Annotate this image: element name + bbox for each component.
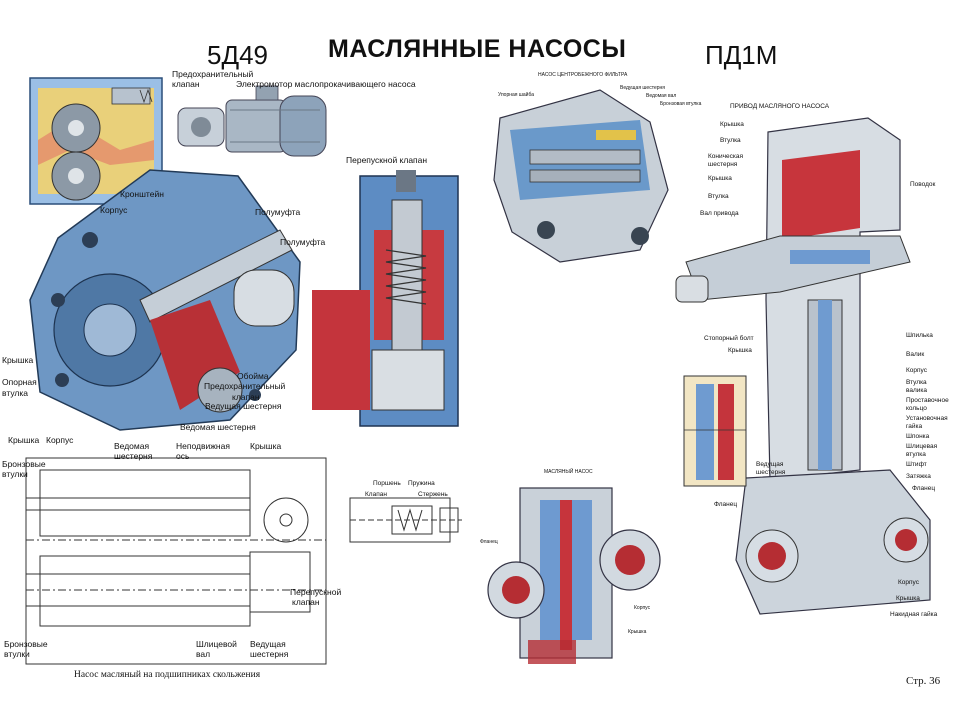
label-c-support-washer: Упорная шайба: [498, 92, 534, 98]
label-bl-bronze-1: Бронзовые: [2, 459, 46, 469]
electric-motor-drawing: [177, 85, 327, 157]
label-r-flange: Фланец: [714, 501, 738, 508]
label-bracket: Кронштейн: [120, 189, 164, 199]
label-bl-drive-gear: Ведущая: [250, 639, 286, 649]
label-r-dowel: Штифт: [906, 461, 927, 468]
label-bl-spring: Пружина: [408, 480, 435, 487]
label-safety-valve-b-2: клапан: [232, 392, 260, 402]
label-oil-pump-title: МАСЛЯНЫЙ НАСОС: [544, 469, 593, 475]
label-r-cover4: Крышка: [896, 595, 920, 602]
label-r-shaft-bushing: Втулка: [906, 379, 927, 386]
right-model-label: ПД1М: [705, 40, 778, 70]
label-r-spacer-ring: Проставочное: [906, 397, 949, 404]
label-r-cover: Крышка: [720, 121, 744, 128]
label-r-bevel-gear: Коническая: [708, 153, 743, 160]
label-r-bushing: Втулка: [720, 137, 741, 144]
label-filter-pump-title: НАСОС ЦЕНТРОБЕЖНОГО ФИЛЬТРА: [538, 72, 628, 78]
label-r-pin: Шпилька: [906, 332, 933, 339]
label-c-bronze-bushing: Бронзовая втулка: [660, 101, 702, 107]
oil-pump-drawing: [487, 487, 661, 664]
label-cover: Крышка: [2, 355, 34, 365]
label-bl-body: Корпус: [46, 435, 74, 445]
label-c-driven-gear: Ведомая вал: [646, 93, 677, 99]
gear-pump-schematic: [29, 77, 163, 205]
label-safety-valve-2: клапан: [172, 79, 200, 89]
label-c-drive-gear: Ведущая шестерня: [620, 85, 665, 91]
pd1m-drive-drawing: [675, 117, 931, 615]
label-r-spline-bushing-2: втулка: [906, 451, 926, 458]
label-bl-cover-2: Крышка: [250, 441, 282, 451]
line-drawing-valve: [349, 497, 462, 543]
label-bl-bypass-valve-2: клапан: [292, 597, 320, 607]
filter-pump-drawing: [493, 89, 669, 263]
left-model-label: 5Д49: [207, 40, 268, 70]
label-bl-splined-shaft-2: вал: [196, 649, 211, 659]
label-c-body: Корпус: [634, 605, 651, 611]
label-r-body2: Корпус: [898, 579, 919, 586]
label-r-adjust-nut: Установочная: [906, 415, 948, 422]
label-bypass-valve: Перепускной клапан: [346, 155, 428, 165]
label-drive-gear: Ведущая шестерня: [205, 401, 282, 411]
label-c-cover: Крышка: [628, 629, 647, 635]
label-r-drive-gear: Ведущая: [756, 461, 784, 468]
label-r-driver: Поводок: [910, 181, 936, 188]
label-bl-driven-gear: Ведомая: [114, 441, 150, 451]
label-r-drive-shaft: Вал привода: [700, 210, 739, 217]
label-bl-fixed-axis-2: ось: [176, 451, 190, 461]
label-r-drive-title: ПРИВОД МАСЛЯНОГО НАСОСА: [730, 103, 830, 110]
label-bl-piston: Поршень: [373, 480, 401, 487]
label-c-flange: Фланец: [480, 539, 498, 545]
label-r-flange2: Фланец: [912, 485, 936, 492]
label-bl-driven-gear-2: шестерня: [114, 451, 153, 461]
main-oil-pump-cutaway: [29, 169, 301, 431]
label-half-coupling-2: Полумуфта: [280, 237, 326, 247]
page-number: Стр. 36: [906, 675, 941, 687]
label-bl-drive-gear-2: шестерня: [250, 649, 289, 659]
label-r-cap-nut: Накидная гайка: [890, 611, 938, 618]
label-r-cover2: Крышка: [708, 175, 732, 182]
label-support-bushing: Опорная: [2, 377, 37, 387]
label-r-bevel-gear-2: шестерня: [708, 161, 738, 168]
label-half-coupling-1: Полумуфта: [255, 207, 301, 217]
label-bl-splined-shaft: Шлицевой: [196, 639, 237, 649]
label-r-cover3: Крышка: [728, 347, 752, 354]
caption-bearing-pump: Насос масляный на подшипниках скольжения: [74, 670, 261, 680]
label-bl-cover: Крышка: [8, 435, 40, 445]
label-r-spacer-ring-2: кольцо: [906, 405, 927, 412]
label-body: Корпус: [100, 205, 128, 215]
label-bl-fixed-axis: Неподвижная: [176, 441, 230, 451]
label-bl-bronze-2: Бронзовые: [4, 639, 48, 649]
label-bl-bronze-2b: втулки: [4, 649, 30, 659]
label-support-bushing-2: втулка: [2, 388, 28, 398]
label-r-bushing2: Втулка: [708, 193, 729, 200]
label-driven-gear: Ведомая шестерня: [180, 422, 256, 432]
label-bl-bypass-valve: Перепускной: [290, 587, 342, 597]
bypass-valve-cutaway: [312, 170, 459, 427]
label-bl-valve: Клапан: [365, 491, 387, 498]
label-r-body: Корпус: [906, 367, 927, 374]
label-r-shaft: Валик: [906, 351, 925, 358]
label-bl-bronze-1b: втулки: [2, 469, 28, 479]
label-safety-valve: Предохранительный: [172, 69, 254, 79]
label-cage: Обойма: [237, 371, 269, 381]
label-r-spline-bushing: Шлицевая: [906, 443, 938, 450]
label-r-shaft-bushing-2: валика: [906, 387, 928, 394]
label-electric-motor: Электромотор маслопрокачивающего насоса: [236, 79, 416, 89]
page-title: МАСЛЯННЫЕ НАСОСЫ: [328, 35, 627, 63]
inset-detail-drawing: [683, 375, 747, 487]
label-safety-valve-b: Предохранительный: [204, 381, 286, 391]
label-r-key: Шпонка: [906, 433, 930, 440]
label-r-stop-bolt: Стопорный болт: [704, 335, 754, 342]
line-drawing-bearings: [25, 457, 327, 665]
label-bl-rod: Стержень: [418, 491, 448, 498]
label-r-tie: Затяжка: [906, 473, 931, 480]
label-r-drive-gear-2: шестерня: [756, 469, 786, 476]
label-r-adjust-nut-2: гайка: [906, 423, 923, 430]
